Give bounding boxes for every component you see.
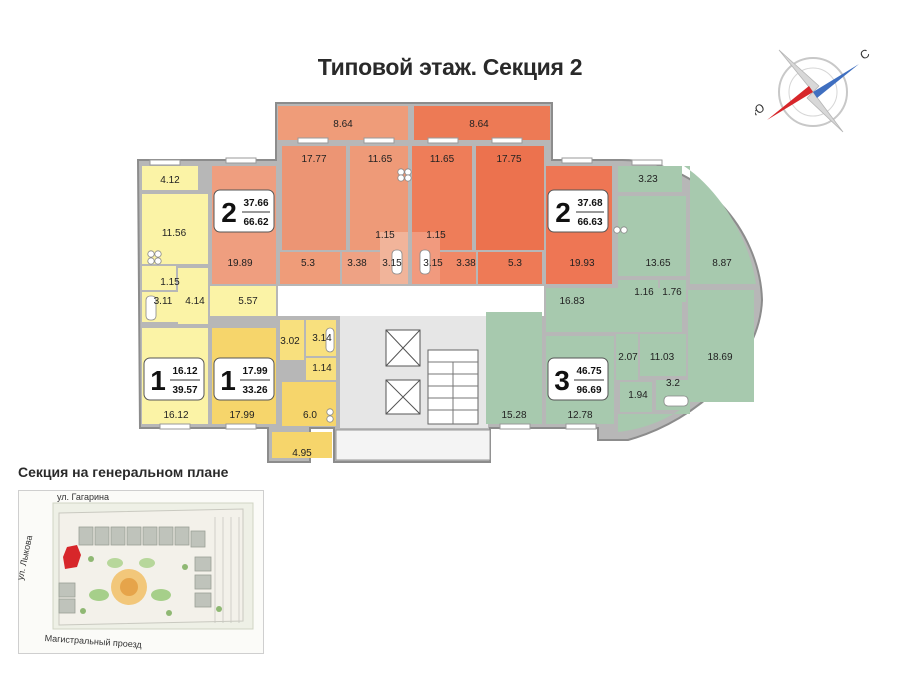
area-label: 4.95: [292, 448, 312, 459]
apt2-right-room-b: [476, 146, 544, 250]
svg-text:37.66: 37.66: [243, 198, 268, 209]
apt1-left-loggia: [142, 166, 198, 190]
svg-text:46.75: 46.75: [576, 366, 601, 377]
area-label: 19.93: [569, 258, 594, 269]
svg-text:37.68: 37.68: [577, 198, 602, 209]
area-label: 6.0: [303, 410, 317, 421]
site-plan: ул. Гагарина ул. Лыкова Магистральный пр…: [15, 490, 264, 654]
area-label: 5.3: [301, 258, 315, 269]
site-plan-title: Секция на генеральном плане: [18, 464, 229, 480]
street-top: ул. Гагарина: [57, 492, 110, 502]
svg-text:39.57: 39.57: [172, 385, 197, 396]
apt-badge-2-left: 2 37.66 66.62: [213, 189, 275, 233]
area-label: 17.75: [496, 154, 521, 165]
area-label: 3.38: [347, 258, 367, 269]
area-label: 8.64: [469, 119, 489, 130]
area-label: 18.69: [707, 352, 732, 363]
area-label: 16.12: [163, 410, 188, 421]
area-label: 11.03: [650, 352, 675, 363]
area-label: 4.12: [160, 175, 180, 186]
area-label: 3.38: [456, 258, 476, 269]
area-label: 3.2: [666, 378, 680, 389]
svg-text:16.12: 16.12: [172, 366, 197, 377]
apt3-kitchen: [618, 196, 686, 276]
apt3-balcony: [684, 166, 756, 284]
area-label: 12.78: [567, 410, 592, 421]
area-label: 1.76: [662, 287, 682, 298]
apt-badge-2-right: 2 37.68 66.63: [547, 189, 609, 233]
apt3-hall: [640, 334, 686, 376]
area-label: 3.23: [638, 174, 658, 185]
area-label: 17.77: [301, 154, 326, 165]
svg-text:66.63: 66.63: [577, 217, 602, 228]
apt2-left-bath: [342, 252, 380, 284]
apt-badge-1-mid: 1 17.99 33.26: [213, 357, 275, 401]
area-label: 1.14: [312, 363, 332, 374]
area-label: 3.15: [423, 258, 443, 269]
apt3-loggia: [618, 166, 682, 192]
area-label: 3.11: [154, 296, 173, 307]
svg-text:1: 1: [220, 365, 236, 396]
apt2-left-room-a: [282, 146, 346, 250]
area-label: 3.15: [382, 258, 402, 269]
area-label: 11.65: [430, 154, 455, 165]
balcony-left: [278, 106, 408, 140]
apt3-corridor: [546, 288, 682, 332]
svg-text:17.99: 17.99: [242, 366, 267, 377]
balcony-right: [414, 106, 550, 140]
compass-north: С: [858, 46, 873, 63]
apt3-room1: [486, 312, 542, 424]
area-label: 19.89: [227, 258, 252, 269]
area-label: 1.94: [628, 390, 648, 401]
area-label: 8.87: [712, 258, 732, 269]
apt1-left-corridor: [210, 286, 276, 316]
svg-text:2: 2: [221, 197, 237, 228]
compass-icon: С Ю: [755, 46, 873, 133]
area-label: 3.02: [280, 336, 300, 347]
svg-text:2: 2: [555, 197, 571, 228]
area-label: 8.64: [333, 119, 353, 130]
area-label: 5.57: [238, 296, 258, 307]
area-label: 1.16: [634, 287, 654, 298]
area-label: 11.56: [162, 228, 187, 239]
apt1-mid-bath: [280, 320, 304, 360]
apt3-store: [616, 334, 638, 380]
area-label: 3.14: [312, 333, 332, 344]
area-label: 4.14: [185, 296, 205, 307]
apt1-left-wc: [142, 266, 176, 290]
vestibule: [335, 429, 491, 461]
area-label: 5.3: [508, 258, 522, 269]
apt1-left-hall: [178, 268, 208, 324]
apt1-mid-loggia: [272, 432, 332, 458]
page-title: Типовой этаж. Секция 2: [317, 54, 583, 80]
area-label: 2.07: [618, 352, 638, 363]
area-label: 1.15: [375, 230, 395, 241]
area-label: 1.15: [160, 277, 180, 288]
area-label: 17.99: [229, 410, 254, 421]
apt-badge-1-left: 1 16.12 39.57: [143, 357, 205, 401]
site-plan-map: [52, 502, 254, 630]
area-label: 11.65: [368, 154, 393, 165]
svg-text:33.26: 33.26: [242, 385, 267, 396]
apt-badge-3: 3 46.75 96.69: [547, 357, 609, 401]
compass-south: Ю: [755, 100, 767, 118]
svg-text:1: 1: [150, 365, 166, 396]
area-label: 13.65: [645, 258, 670, 269]
apt1-mid-wc: [306, 358, 336, 380]
apt2-left-hall: [280, 252, 340, 284]
svg-text:96.69: 96.69: [576, 385, 601, 396]
apt2-right-hall: [478, 252, 542, 284]
apt3-wc2: [620, 382, 652, 412]
area-label: 16.83: [559, 296, 584, 307]
area-label: 15.28: [501, 410, 526, 421]
svg-text:3: 3: [554, 365, 570, 396]
svg-text:66.62: 66.62: [243, 217, 268, 228]
apt2-right-bath: [440, 252, 476, 284]
area-label: 1.15: [426, 230, 446, 241]
core-corridor: [278, 286, 544, 316]
